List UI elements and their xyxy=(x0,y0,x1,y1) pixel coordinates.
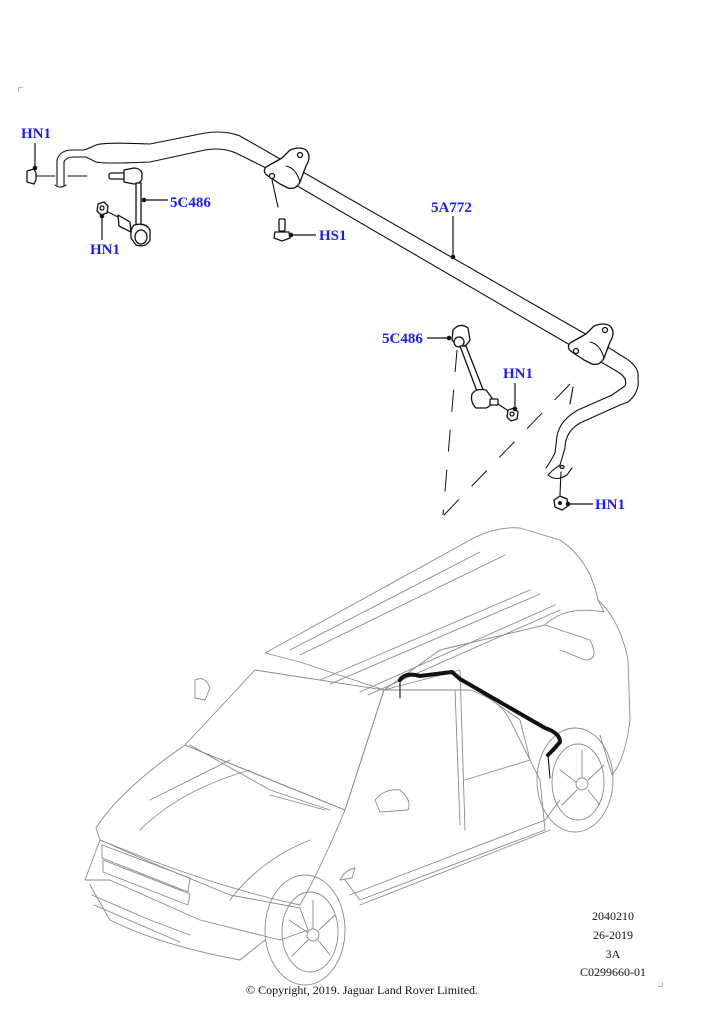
bushing-clamp-right xyxy=(567,323,614,366)
callout-5a772[interactable]: 5A772 xyxy=(431,200,472,216)
callout-hn1-left-link[interactable]: HN1 xyxy=(90,242,120,258)
callout-hs1[interactable]: HS1 xyxy=(319,228,347,244)
leader-lines xyxy=(32,143,593,507)
stabilizer-link-left-5c486[interactable] xyxy=(103,167,151,247)
illustration-date: 26-2019 xyxy=(593,928,633,942)
illustration-revision: 3A xyxy=(605,947,621,961)
projection-lines xyxy=(442,349,571,516)
callout-hn1-right-end[interactable]: HN1 xyxy=(595,497,625,513)
callout-5c486-right[interactable]: 5C486 xyxy=(382,331,423,347)
copyright-notice: © Copyright, 2019. Jaguar Land Rover Lim… xyxy=(245,983,479,997)
callout-hn1-right-link[interactable]: HN1 xyxy=(503,366,533,382)
stabilizer-bar-5a772[interactable] xyxy=(54,131,639,480)
illustration-number: 2040210 xyxy=(592,909,634,923)
bar-end-right xyxy=(547,467,573,480)
bar-outline-top xyxy=(56,131,639,476)
vehicle-locator-illustration xyxy=(84,527,631,986)
corner-mark-bottom xyxy=(658,982,663,987)
bar-end-left xyxy=(54,184,67,188)
nut-top-left[interactable] xyxy=(26,168,56,185)
bolt-hs1[interactable] xyxy=(273,218,291,242)
callout-5c486-left[interactable]: 5C486 xyxy=(170,195,211,211)
corner-mark-top xyxy=(18,87,23,92)
bar-location-highlight xyxy=(398,670,562,757)
stabilizer-link-right-5c486[interactable] xyxy=(451,324,511,413)
illustration-code: C0299660-01 xyxy=(580,965,646,979)
nut-left-link[interactable] xyxy=(96,201,109,216)
clamp-axis-right xyxy=(569,386,574,405)
nut-right-end[interactable] xyxy=(553,464,569,511)
bar-outline-bottom xyxy=(63,148,627,469)
bushing-clamp-left xyxy=(263,147,310,190)
callout-hn1-top-left[interactable]: HN1 xyxy=(21,126,51,142)
clamp-axis-left xyxy=(271,179,279,208)
